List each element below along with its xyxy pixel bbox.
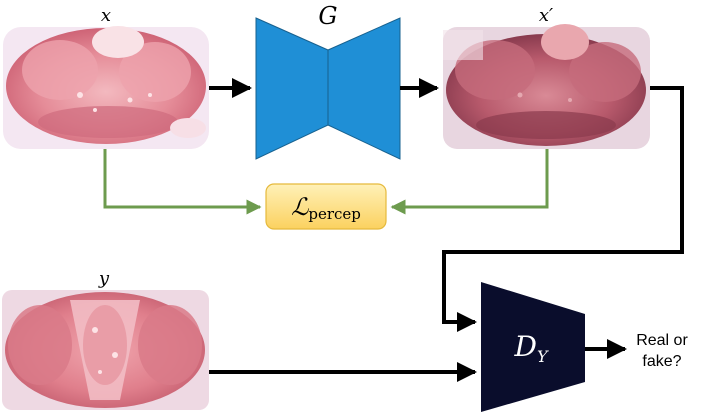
output-line-2: fake?	[642, 353, 681, 370]
image-x-prime	[443, 24, 650, 149]
discriminator-label: D	[513, 330, 536, 363]
arrow-x-prime-to-loss	[390, 149, 549, 215]
arrow-x-to-loss	[103, 149, 262, 215]
svg-text:DY: DY	[513, 330, 548, 366]
label-y: y	[98, 268, 110, 289]
image-y	[2, 290, 209, 410]
generator-block	[255, 17, 401, 160]
perceptual-loss-box: ℒpercep	[265, 183, 387, 230]
image-x	[3, 26, 209, 149]
loss-symbol: ℒ	[291, 193, 309, 221]
output-line-1: Real or	[636, 332, 688, 349]
discriminator-subscript: Y	[537, 347, 549, 366]
loss-subscript: percep	[308, 205, 361, 223]
label-x: x	[101, 5, 111, 26]
label-generator: G	[318, 2, 337, 30]
arrow-x-prime-to-discriminator	[442, 86, 684, 332]
label-x-prime: x′	[539, 5, 553, 26]
discriminator-block: DY	[481, 282, 585, 412]
svg-text:ℒpercep: ℒpercep	[291, 193, 361, 223]
